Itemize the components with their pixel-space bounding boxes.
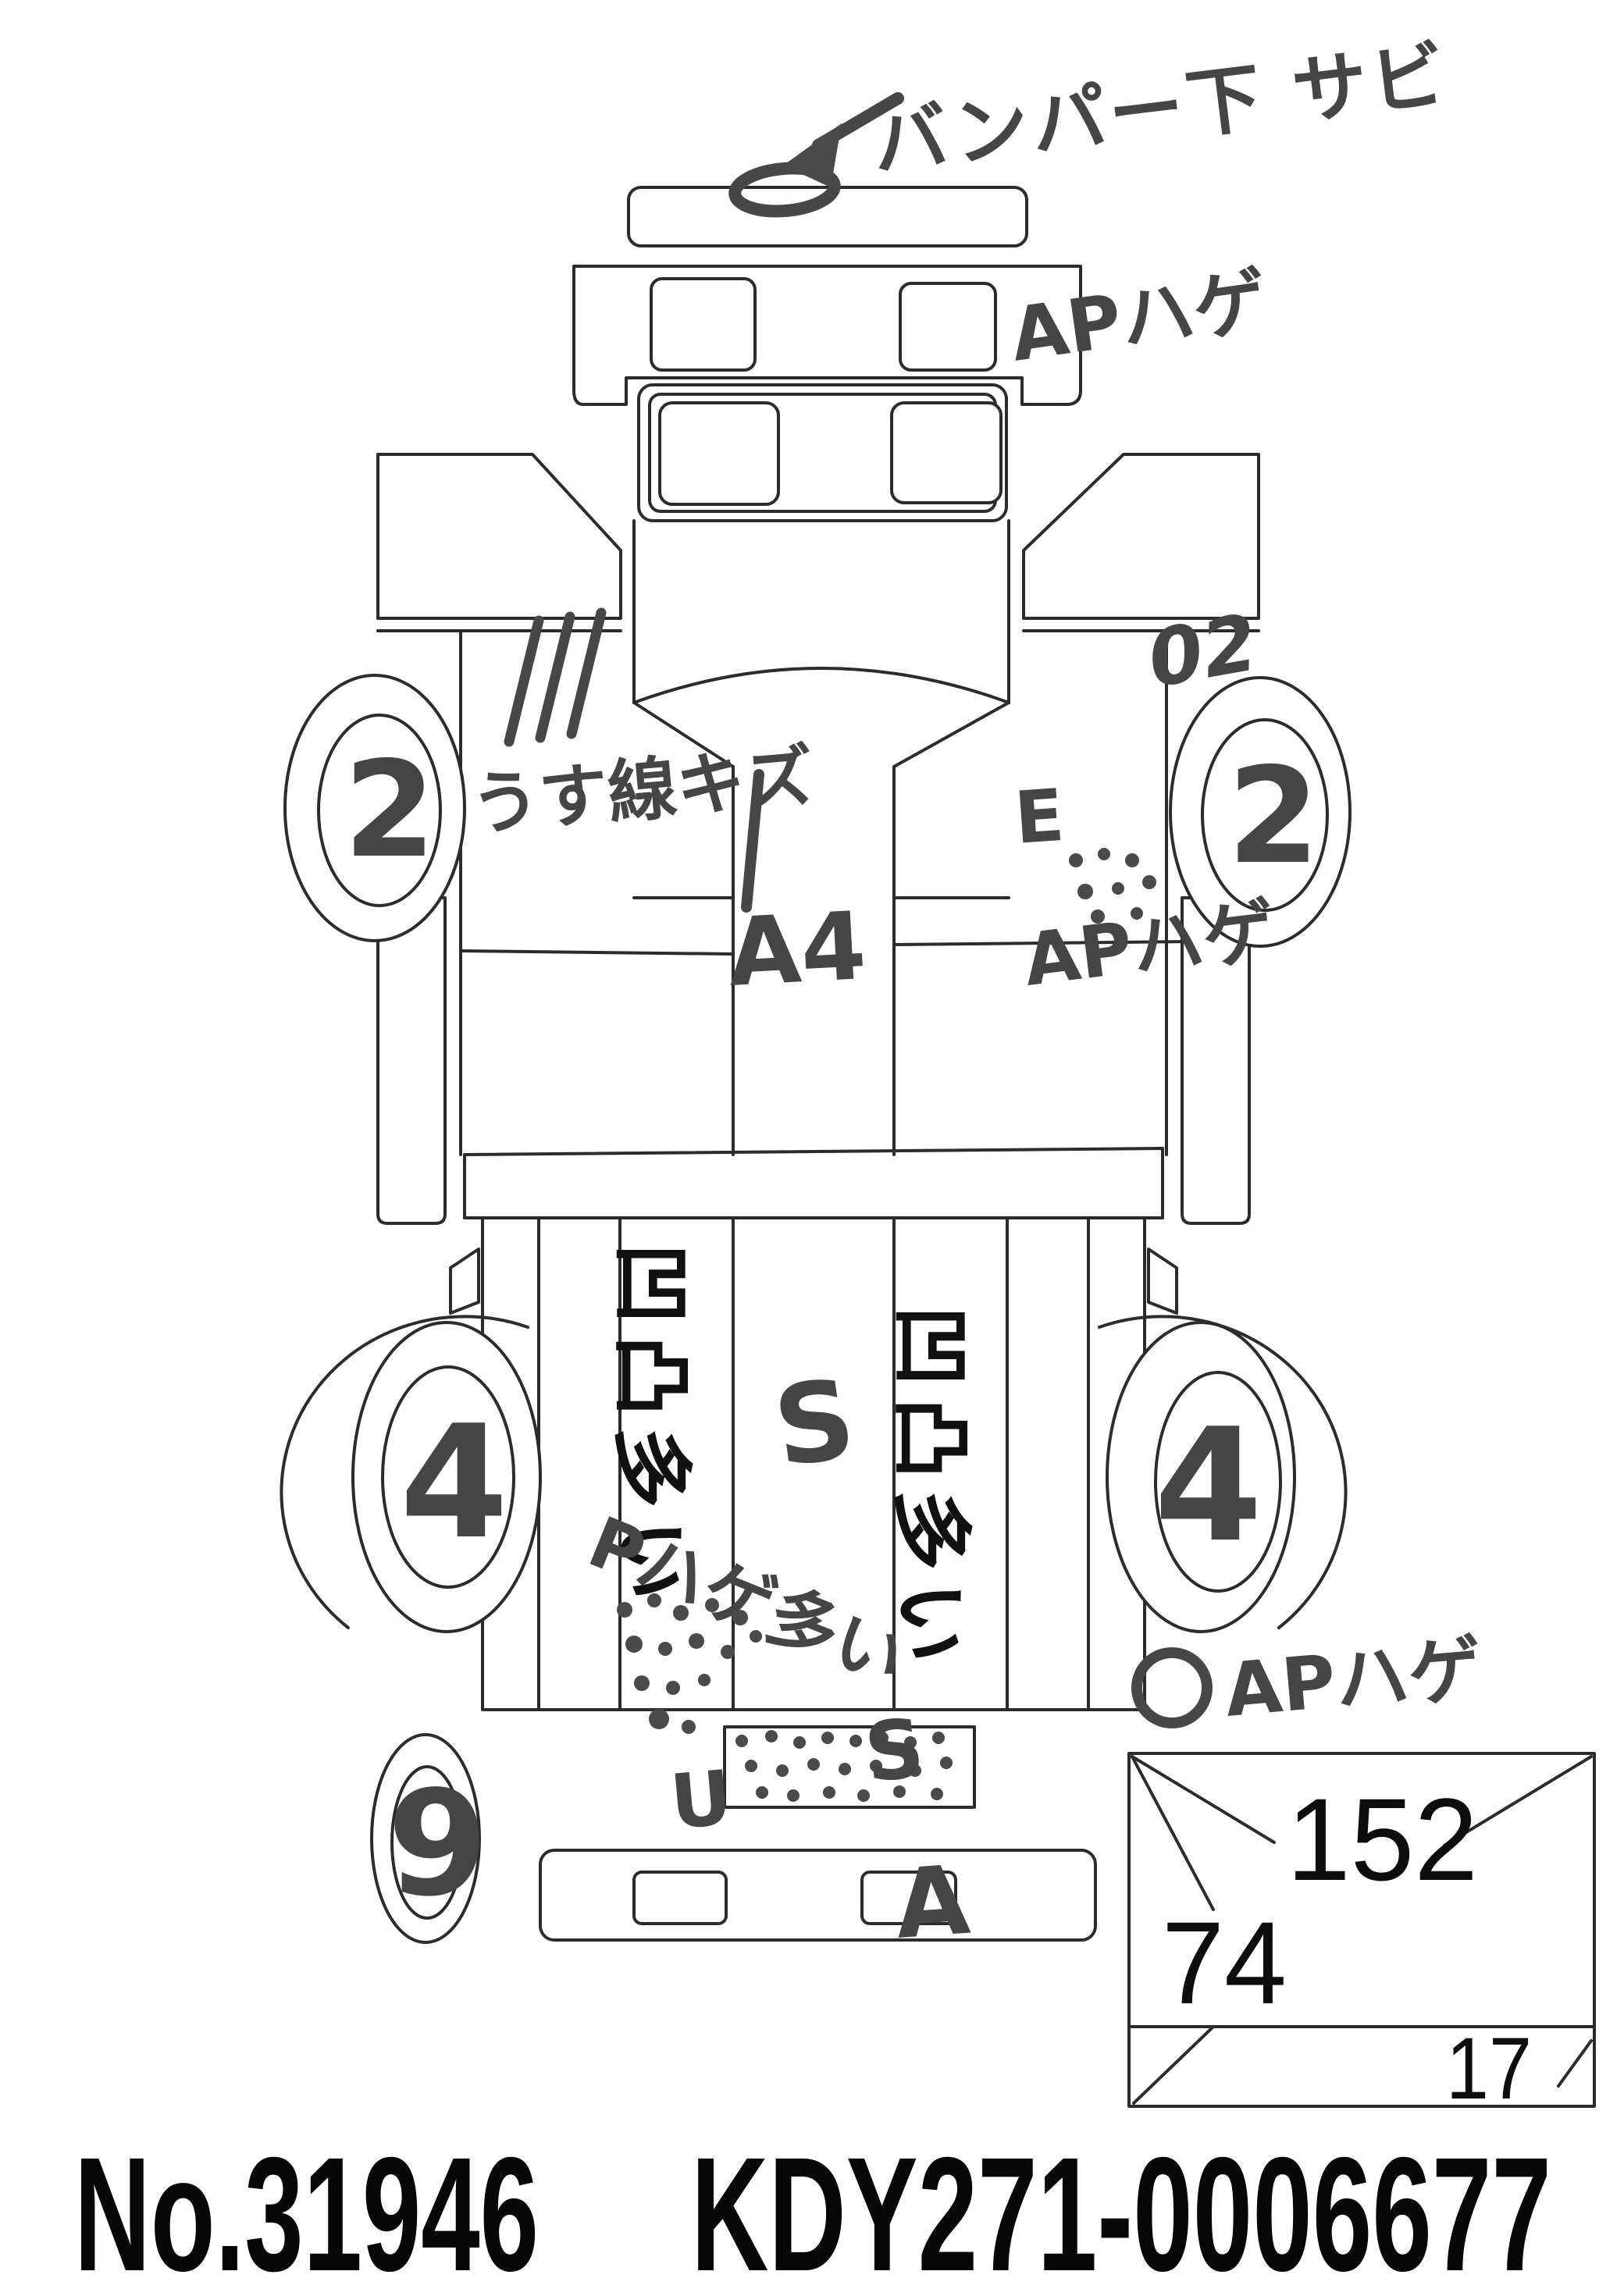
tailgate-grade-mark: S [860, 1700, 928, 1801]
dim-top-value: 152 [1287, 1774, 1478, 1905]
bumper-oval-mark [728, 162, 841, 218]
rear-left-wheel-grade: 4 [400, 1392, 508, 1574]
diag-topleft-to-74 [1131, 1755, 1215, 1911]
right-headlight-outline [899, 282, 997, 372]
bed-left-panel-stamp: 凹凸多い [605, 1243, 696, 1611]
rear-right-wheel-grade: 4 [1154, 1395, 1263, 1577]
rear-right-paint-note: APハゲ [1222, 1627, 1486, 1734]
spare-wheel-grade: 9 [387, 1759, 488, 1928]
rear-left-wheel-inner [381, 1365, 515, 1589]
rust-arrow-head [783, 123, 842, 187]
right-door-peel-dots [1069, 848, 1156, 924]
front-left-wheel-grade: 2 [344, 733, 436, 888]
dimension-box: 152 74 17 [1127, 1752, 1596, 2117]
rear-bumper-outline [539, 1849, 1097, 1942]
roof-right-diagonal [892, 701, 1010, 768]
front-bumper-outline [627, 186, 1028, 247]
bumper-rust-note: バンパー下 サビ [867, 30, 1453, 188]
bed-left-peel-dots [617, 1593, 762, 1734]
front-right-wheel-inner [1201, 718, 1329, 912]
auction-number: No.31946 [74, 2124, 539, 2296]
right-mudflap-flag [1147, 1248, 1178, 1315]
left-door-tally-marks [504, 607, 607, 747]
left-mudflap-flag [449, 1248, 480, 1315]
tailgate-u-mark: U [667, 1754, 735, 1846]
rear-bumper-grade-mark: A [892, 1845, 973, 1960]
bed-right-panel-stamp: 凹凸多い [885, 1305, 975, 1674]
right-rocker-strip [1181, 896, 1251, 1225]
tailgate-dots [735, 1730, 953, 1802]
right-cab-window-outline [890, 401, 1003, 504]
cab-tick-left-lower [459, 949, 735, 956]
dim-left-value: 74 [1162, 1897, 1287, 2028]
diag-corner-17 [1557, 2039, 1593, 2088]
roof-left-diagonal [632, 701, 735, 768]
left-headlight-outline [650, 277, 757, 372]
diag-topright-to-152 [1443, 1755, 1593, 1847]
dim-corner-value: 17 [1446, 2020, 1532, 2117]
cab-bed-divider-band [463, 1147, 1164, 1219]
rear-right-wheel-inner [1154, 1371, 1282, 1593]
windshield-arc [632, 667, 1010, 704]
cab-tick-right-lower [892, 940, 1196, 946]
rear-right-circle-mark [1131, 1647, 1213, 1728]
right-door-outline [1022, 453, 1260, 620]
left-door-scratch-note: うす線キズ [468, 735, 817, 845]
windshield-stroke-mark [741, 769, 764, 913]
rear-bumper-right-cutout [860, 1871, 957, 1925]
cab-right-code: 02 [1141, 596, 1264, 705]
bed-floor-grade: S [767, 1355, 863, 1492]
diag-74-to-bottomleft [1132, 2027, 1213, 2105]
windshield-grade-mark: A4 [725, 892, 868, 1008]
front-left-wheel-inner [317, 714, 442, 907]
truck-top-view-diagram [280, 186, 1348, 1942]
right-rear-fender-arc [1098, 1315, 1348, 1629]
right-door-e-mark: E [1012, 774, 1067, 860]
dimension-box-outline [1127, 1752, 1596, 2108]
wheels [283, 674, 1352, 1944]
spare-wheel-inner [390, 1765, 464, 1920]
rear-bumper-left-cutout [632, 1871, 728, 1925]
left-rocker-strip [376, 896, 447, 1225]
front-right-wheel-grade: 2 [1227, 739, 1320, 894]
chassis-code: KDY271-0006677 [691, 2124, 1551, 2296]
left-rear-fender-arc [280, 1315, 529, 1629]
diag-topleft-to-152 [1131, 1755, 1276, 1844]
left-door-outline [376, 453, 622, 620]
left-cab-window-outline [658, 401, 780, 506]
